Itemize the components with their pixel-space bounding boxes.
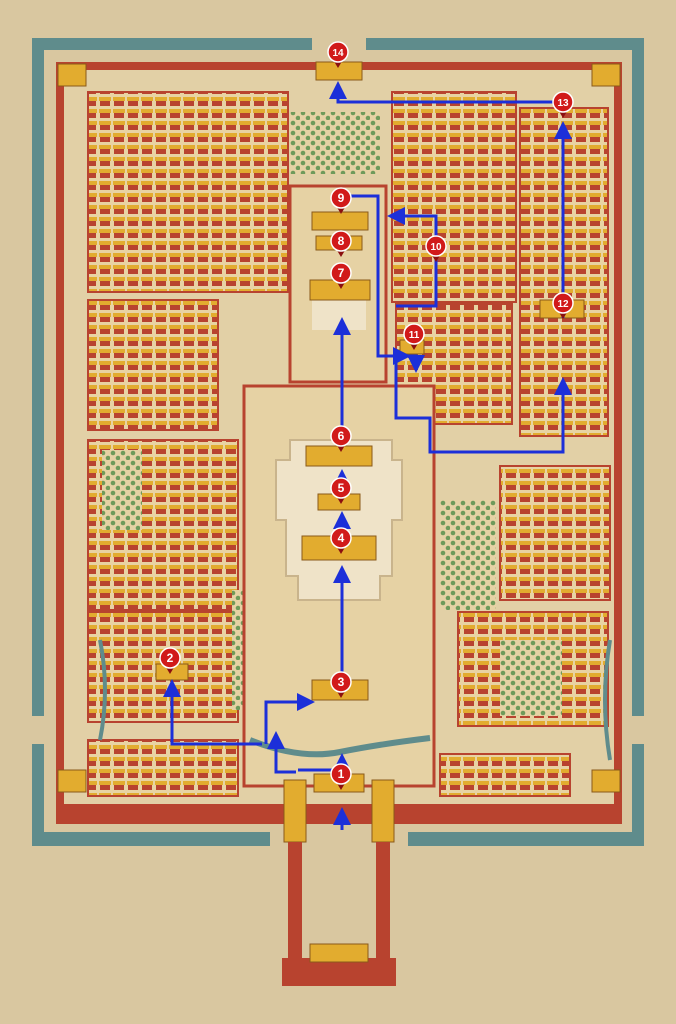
marker-label: 9 bbox=[338, 191, 345, 205]
marker-label: 2 bbox=[167, 651, 174, 665]
water-channel bbox=[98, 639, 612, 761]
marker-label: 1 bbox=[338, 767, 345, 781]
moat bbox=[32, 38, 644, 846]
marker-label: 8 bbox=[338, 234, 345, 248]
south-approach bbox=[282, 779, 396, 986]
route-segment bbox=[340, 194, 411, 365]
route-segment bbox=[267, 731, 296, 774]
map-pin-icon[interactable]: 4 bbox=[330, 527, 352, 554]
marker-label: 13 bbox=[557, 98, 569, 109]
marker-label: 7 bbox=[338, 266, 345, 280]
marker-label: 4 bbox=[338, 531, 345, 545]
marker-label: 14 bbox=[332, 48, 344, 59]
map-pin-icon[interactable]: 2 bbox=[159, 647, 181, 674]
marker-label: 5 bbox=[338, 481, 345, 495]
map-pin-icon[interactable]: 11 bbox=[403, 323, 425, 350]
map-pin-icon[interactable]: 12 bbox=[552, 292, 574, 319]
map-pin-icon[interactable]: 14 bbox=[327, 41, 349, 68]
marker-label: 6 bbox=[338, 429, 345, 443]
marker-label: 10 bbox=[430, 242, 442, 253]
map-pin-icon[interactable]: 10 bbox=[425, 235, 447, 262]
marker-label: 12 bbox=[557, 299, 569, 310]
route-segment bbox=[264, 693, 315, 744]
tour-route bbox=[163, 81, 572, 830]
map-pin-icon[interactable]: 7 bbox=[330, 262, 352, 289]
corner-towers bbox=[57, 63, 621, 793]
map-pin-icon[interactable]: 5 bbox=[330, 477, 352, 504]
marker-label: 3 bbox=[338, 675, 345, 689]
route-segment bbox=[329, 81, 556, 104]
route-segment bbox=[163, 679, 262, 746]
map-pin-icon[interactable]: 6 bbox=[330, 425, 352, 452]
route-segment bbox=[394, 360, 572, 454]
marker-label: 11 bbox=[409, 330, 420, 341]
route-segment bbox=[398, 354, 425, 373]
map-pin-icon[interactable]: 3 bbox=[330, 671, 352, 698]
map-pin-icon[interactable]: 1 bbox=[330, 763, 352, 790]
map-pin-icon[interactable]: 9 bbox=[330, 187, 352, 214]
map-pin-icon[interactable]: 8 bbox=[330, 230, 352, 257]
map-pin-icon[interactable]: 13 bbox=[552, 91, 574, 118]
